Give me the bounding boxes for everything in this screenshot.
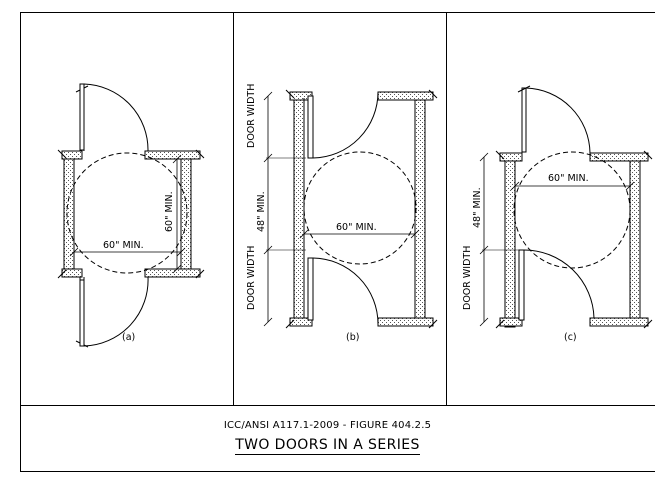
door-swing xyxy=(312,91,379,159)
door-swing xyxy=(312,257,379,325)
dim-circle-b: 60" MIN. xyxy=(336,222,377,233)
door-leaf xyxy=(79,279,85,347)
door-swing xyxy=(523,249,595,319)
figure-title-wrap: TWO DOORS IN A SERIES xyxy=(20,437,635,455)
dim-door-width-top-b: DOOR WIDTH xyxy=(246,84,257,148)
wall xyxy=(504,156,516,328)
turning-circle xyxy=(66,152,188,274)
dim-between-c: 48" MIN. xyxy=(472,187,483,228)
figure-reference: ICC/ANSI A117.1-2009 - FIGURE 404.2.5 xyxy=(223,420,432,431)
dim-height-a: 60" MIN. xyxy=(164,191,175,232)
figure-border xyxy=(20,12,655,472)
wall xyxy=(293,95,305,323)
dim-door-width-c: DOOR WIDTH xyxy=(462,246,473,310)
door-swing xyxy=(83,276,149,347)
door-swing xyxy=(83,83,149,152)
door-leaf xyxy=(307,95,314,159)
wall xyxy=(589,152,649,162)
wall xyxy=(499,317,523,327)
figure-title: TWO DOORS IN A SERIES xyxy=(235,437,420,455)
dim-between-b: 48" MIN. xyxy=(256,191,267,232)
wall xyxy=(61,150,83,160)
panel-a xyxy=(57,83,205,348)
wall xyxy=(414,99,426,319)
door-leaf xyxy=(307,257,314,321)
door-swing xyxy=(525,87,591,154)
wall xyxy=(180,158,192,270)
panel-b-caption: (b) xyxy=(346,332,359,343)
dim-door-width-bottom-b: DOOR WIDTH xyxy=(246,246,257,310)
wall xyxy=(589,317,649,327)
panel-a-caption: (a) xyxy=(122,332,135,343)
wall xyxy=(377,317,434,327)
panel-c xyxy=(479,85,653,329)
wall xyxy=(499,152,523,162)
door-leaf xyxy=(79,83,85,151)
wall xyxy=(61,268,83,278)
panel-c-caption: (c) xyxy=(564,332,577,343)
door-leaf xyxy=(521,87,527,153)
dim-width-a: 60" MIN. xyxy=(103,240,144,251)
panel-b xyxy=(263,89,438,329)
wall xyxy=(289,317,313,327)
door-leaf xyxy=(518,249,525,321)
turning-circle xyxy=(303,151,417,265)
wall xyxy=(377,91,434,101)
wall xyxy=(63,154,75,274)
dim-circle-c: 60" MIN. xyxy=(548,173,589,184)
turning-circle xyxy=(513,151,631,269)
wall xyxy=(144,150,201,160)
wall xyxy=(144,268,201,278)
